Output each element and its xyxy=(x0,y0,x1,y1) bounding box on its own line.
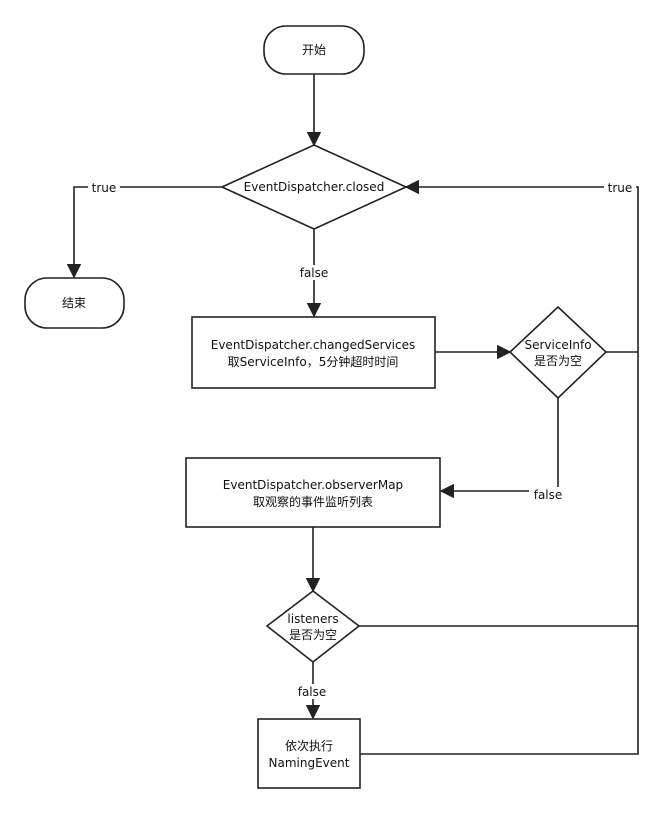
svg-text:取观察的事件监听列表: 取观察的事件监听列表 xyxy=(253,494,373,509)
edge-closed-true-to-end xyxy=(66,186,222,279)
svg-text:取ServiceInfo，5分钟超时时间: 取ServiceInfo，5分钟超时时间 xyxy=(228,354,399,369)
svg-text:true: true xyxy=(92,181,117,195)
svg-text:是否为空: 是否为空 xyxy=(289,628,337,642)
svg-text:结束: 结束 xyxy=(62,296,86,310)
svg-text:listeners: listeners xyxy=(287,612,338,626)
node-execute: 依次执行 NamingEvent xyxy=(257,718,361,789)
node-serviceinfo-check: ServiceInfo 是否为空 xyxy=(508,305,608,400)
svg-text:false: false xyxy=(534,488,563,502)
edge-label-listeners-false: false xyxy=(293,684,331,699)
node-closed-check: EventDispatcher.closed xyxy=(220,144,408,230)
svg-text:EventDispatcher.closed: EventDispatcher.closed xyxy=(244,180,385,194)
node-start: 开始 xyxy=(263,25,365,75)
edge-serviceinfo-false-to-observer-map xyxy=(439,398,559,499)
edge-label-closed-true: true xyxy=(88,180,120,195)
svg-text:ServiceInfo: ServiceInfo xyxy=(524,338,591,352)
svg-text:开始: 开始 xyxy=(302,43,326,57)
svg-text:EventDispatcher.observerMap: EventDispatcher.observerMap xyxy=(223,478,403,492)
svg-text:NamingEvent: NamingEvent xyxy=(269,756,350,770)
edge-label-loop-true: true xyxy=(604,180,636,195)
svg-text:EventDispatcher.changedService: EventDispatcher.changedServices xyxy=(211,338,416,352)
node-observer-map: EventDispatcher.observerMap 取观察的事件监听列表 xyxy=(185,457,441,528)
svg-text:依次执行: 依次执行 xyxy=(285,738,333,753)
edge-execute-loop xyxy=(360,179,639,755)
svg-text:true: true xyxy=(608,181,633,195)
svg-text:false: false xyxy=(300,266,329,280)
edge-label-closed-false: false xyxy=(295,265,333,280)
svg-text:是否为空: 是否为空 xyxy=(534,354,582,368)
node-listeners-check: listeners 是否为空 xyxy=(265,589,361,664)
node-changed-services: EventDispatcher.changedServices 取Service… xyxy=(191,316,436,389)
node-end: 结束 xyxy=(24,277,125,329)
edge-label-serviceinfo-false: false xyxy=(529,487,567,502)
svg-text:false: false xyxy=(298,685,327,699)
